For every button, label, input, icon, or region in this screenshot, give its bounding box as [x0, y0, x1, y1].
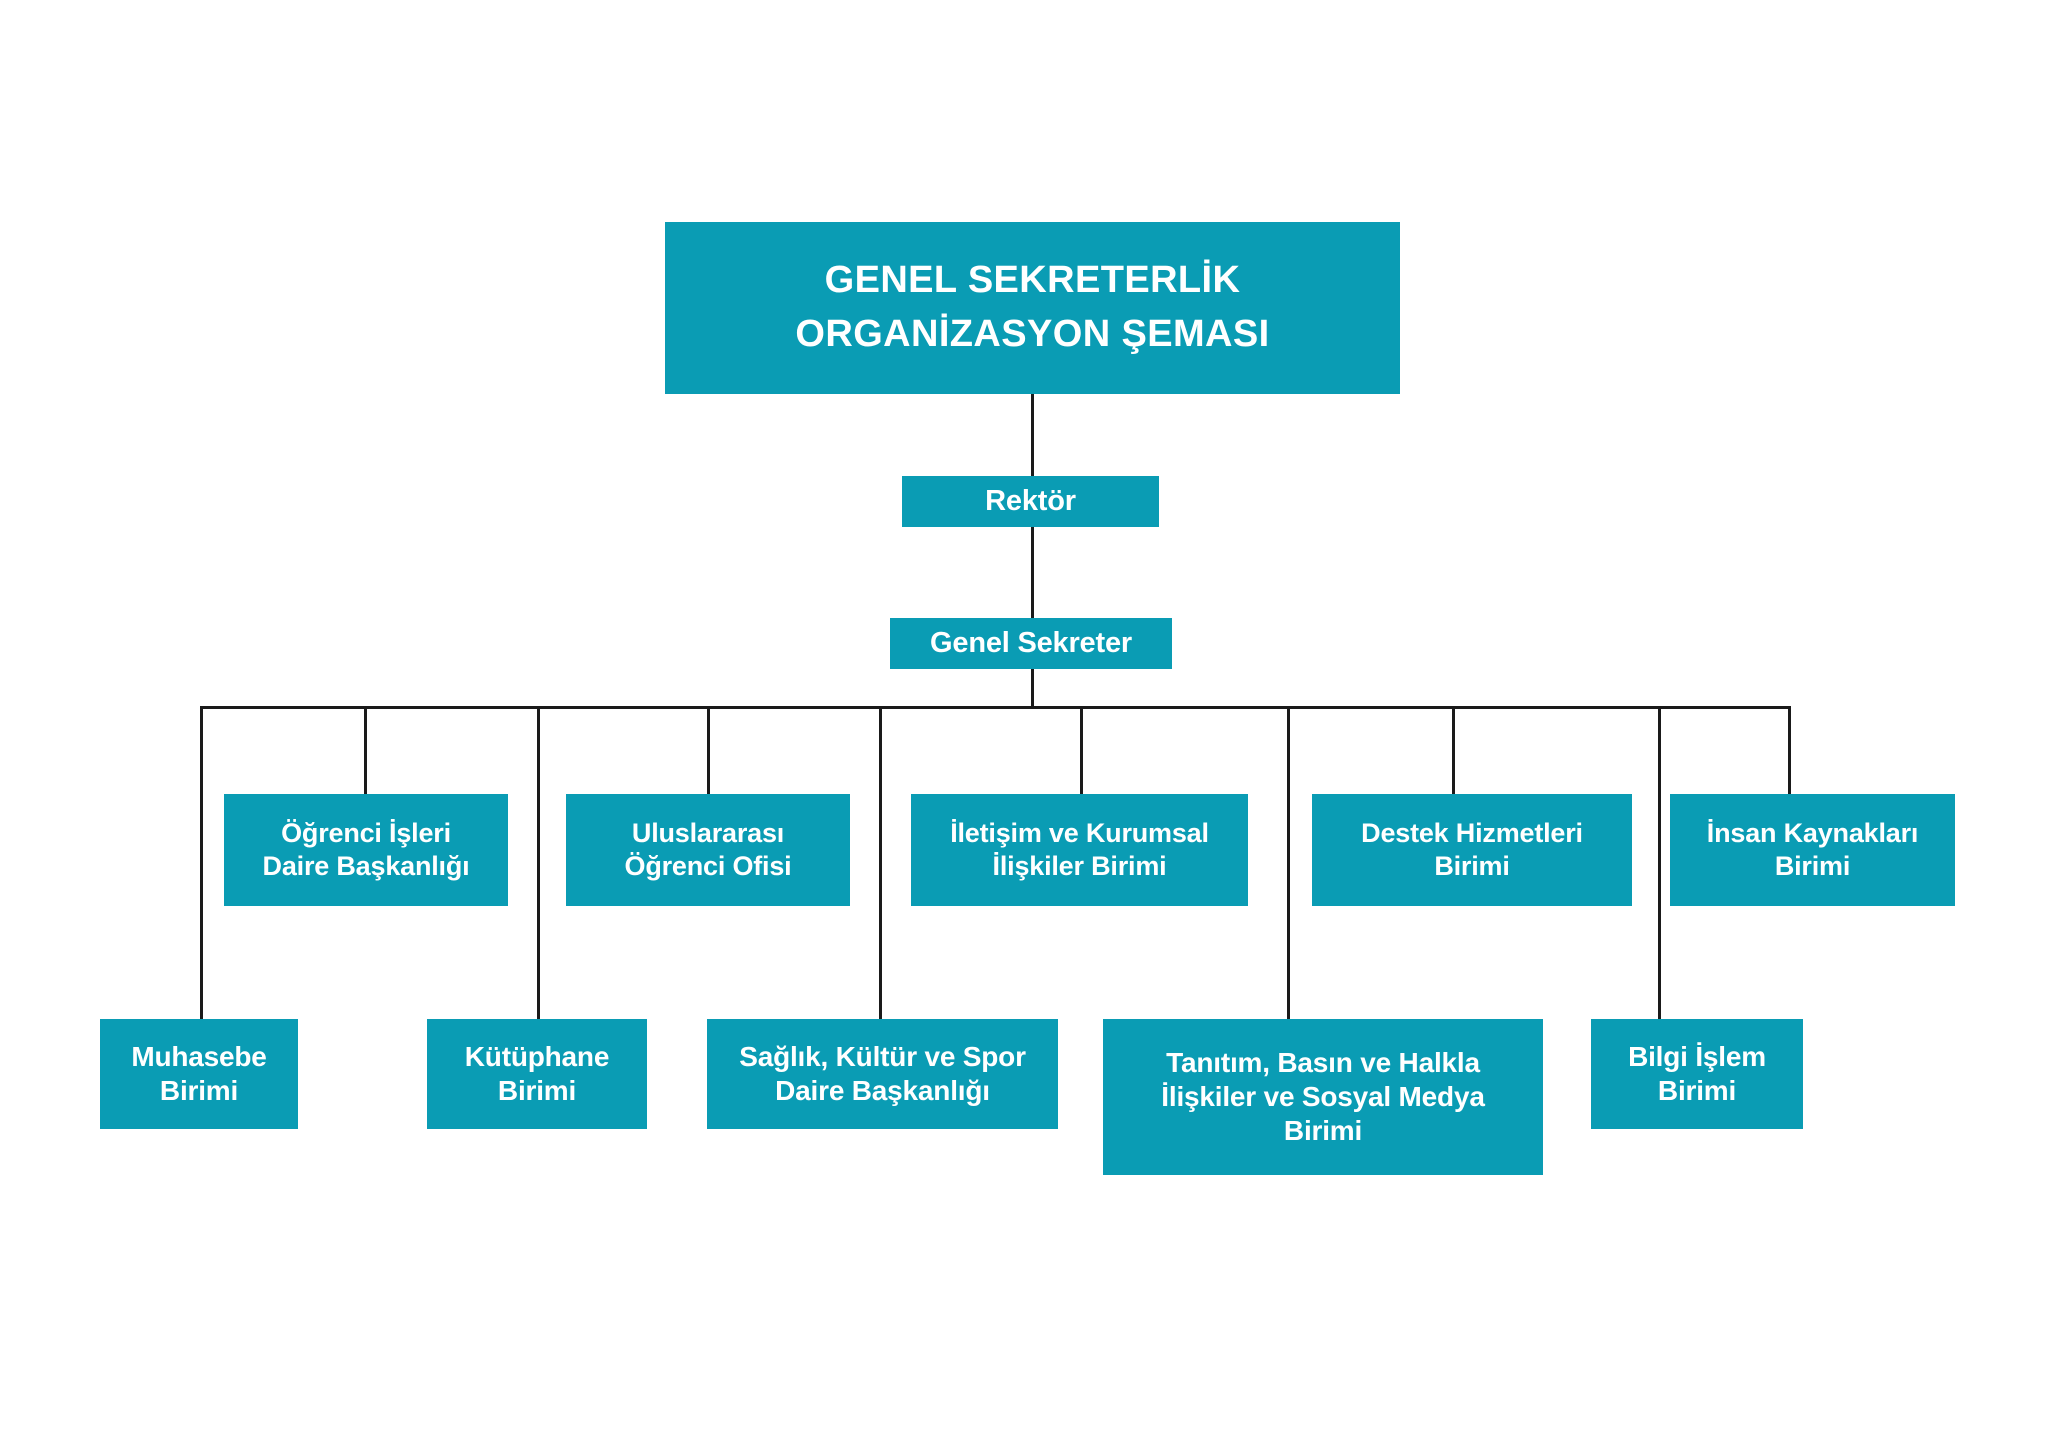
connector-rektor-to-genel-sekreter [1031, 526, 1034, 619]
node-saglik-line-1: Sağlık, Kültür ve Spor [739, 1040, 1026, 1072]
connector-drop-kutuphane [537, 706, 540, 1020]
node-kutuphane-line-1: Kütüphane [464, 1040, 610, 1072]
node-genel-sekreter-label: Genel Sekreter [930, 626, 1132, 659]
node-iletisim-ve-kurumsal-iliskiler-birimi[interactable]: İletişim ve Kurumsal İlişkiler Birimi [911, 794, 1248, 906]
connector-genel-sekreter-stem [1031, 668, 1034, 709]
connector-title-to-rektor [1031, 392, 1034, 477]
connector-drop-tanitim [1287, 706, 1290, 1020]
node-rektor[interactable]: Rektör [902, 476, 1159, 527]
node-destek-line-1: Destek Hizmetleri [1361, 818, 1583, 849]
node-muhasebe-line-2: Birimi [159, 1075, 239, 1106]
node-bilgi-islem-line-2: Birimi [1657, 1075, 1737, 1106]
node-tanitim-line-1: Tanıtım, Basın ve Halkla [1166, 1046, 1480, 1078]
connector-drop-insan-kaynaklari [1788, 706, 1791, 795]
node-uluslararasi-line-2: Öğrenci Ofisi [624, 851, 792, 881]
node-destek-hizmetleri-birimi[interactable]: Destek Hizmetleri Birimi [1312, 794, 1632, 906]
connector-drop-iletisim [1080, 706, 1083, 795]
node-saglik-kultur-ve-spor-daire-baskanligi[interactable]: Sağlık, Kültür ve Spor Daire Başkanlığı [707, 1019, 1058, 1129]
node-genel-sekreter[interactable]: Genel Sekreter [890, 618, 1172, 669]
node-kutuphane-line-2: Birimi [497, 1075, 577, 1106]
node-tanitim-line-2: İlişkiler ve Sosyal Medya [1161, 1080, 1485, 1112]
node-bilgi-islem-line-1: Bilgi İşlem [1628, 1040, 1766, 1072]
node-tanitim-basin-halkla-iliskiler-sosyal-medya-birimi[interactable]: Tanıtım, Basın ve Halkla İlişkiler ve So… [1103, 1019, 1543, 1175]
node-saglik-line-2: Daire Başkanlığı [775, 1075, 990, 1106]
node-insan-kaynaklari-birimi[interactable]: İnsan Kaynakları Birimi [1670, 794, 1955, 906]
connector-drop-ogrenci-isleri [364, 706, 367, 795]
node-muhasebe-line-1: Muhasebe [131, 1040, 267, 1072]
node-destek-line-2: Birimi [1434, 851, 1510, 881]
connector-drop-uluslararasi [707, 706, 710, 795]
connector-drop-muhasebe [200, 706, 203, 1020]
node-iletisim-line-1: İletişim ve Kurumsal [950, 818, 1209, 849]
node-rektor-label: Rektör [985, 484, 1076, 517]
node-kutuphane-birimi[interactable]: Kütüphane Birimi [427, 1019, 647, 1129]
node-tanitim-line-3: Birimi [1283, 1115, 1363, 1147]
node-title-line-2: ORGANİZASYON ŞEMASI [795, 313, 1270, 355]
connector-drop-destek [1452, 706, 1455, 795]
node-ogrenci-isleri-line-2: Daire Başkanlığı [262, 851, 470, 881]
node-title-line-1: GENEL SEKRETERLİK [824, 259, 1241, 302]
node-title-genel-sekreterlik[interactable]: GENEL SEKRETERLİK ORGANİZASYON ŞEMASI [665, 222, 1400, 394]
node-insan-kaynaklari-line-2: Birimi [1774, 851, 1851, 881]
connector-horizontal-bus [200, 706, 1791, 709]
node-muhasebe-birimi[interactable]: Muhasebe Birimi [100, 1019, 298, 1129]
node-insan-kaynaklari-line-1: İnsan Kaynakları [1706, 818, 1919, 849]
connector-drop-saglik [879, 706, 882, 1020]
node-uluslararasi-line-1: Uluslararası [631, 818, 785, 849]
node-bilgi-islem-birimi[interactable]: Bilgi İşlem Birimi [1591, 1019, 1803, 1129]
node-ogrenci-isleri-line-1: Öğrenci İşleri [281, 818, 451, 849]
node-ogrenci-isleri-daire-baskanligi[interactable]: Öğrenci İşleri Daire Başkanlığı [224, 794, 508, 906]
node-iletisim-line-2: İlişkiler Birimi [992, 851, 1167, 881]
connector-drop-bilgi-islem [1658, 706, 1661, 1020]
node-uluslararasi-ogrenci-ofisi[interactable]: Uluslararası Öğrenci Ofisi [566, 794, 850, 906]
